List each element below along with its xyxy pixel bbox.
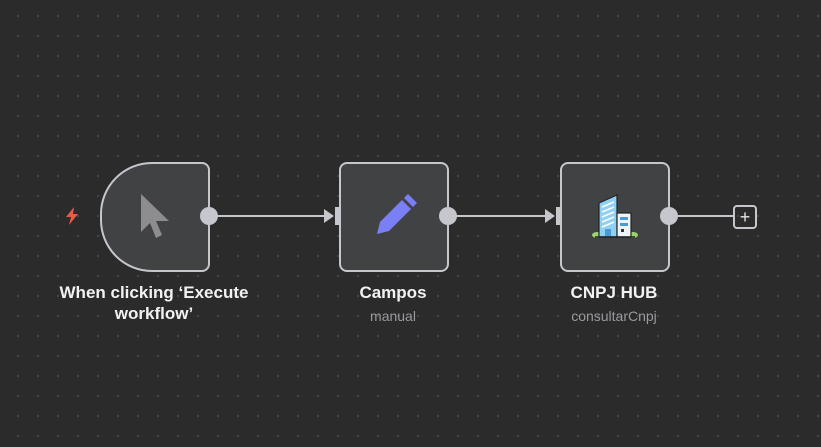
node-campos[interactable] <box>339 162 449 272</box>
connection-line <box>676 215 733 217</box>
node-subtitle: consultarCnpj <box>571 308 657 324</box>
cnpj-output-handle[interactable] <box>660 207 678 225</box>
node-cnpj-hub[interactable] <box>560 162 670 272</box>
connection-line <box>455 215 549 217</box>
node-label: Campos <box>359 283 427 302</box>
node-subtitle: manual <box>370 308 416 324</box>
node-manual-trigger[interactable] <box>100 162 210 272</box>
building-icon <box>592 194 638 238</box>
connection-line <box>216 215 328 217</box>
trigger-output-handle[interactable] <box>200 207 218 225</box>
campos-output-handle[interactable] <box>439 207 457 225</box>
trigger-bolt-icon <box>66 207 78 225</box>
connection-arrow <box>545 209 555 223</box>
node-label: CNPJ HUB <box>570 283 658 302</box>
connection-arrow <box>324 209 334 223</box>
pencil-icon <box>377 194 417 234</box>
node-label: When clicking ‘Execute workflow’ <box>59 283 249 323</box>
cursor-icon <box>141 194 169 238</box>
add-node-button[interactable]: + <box>733 205 757 229</box>
